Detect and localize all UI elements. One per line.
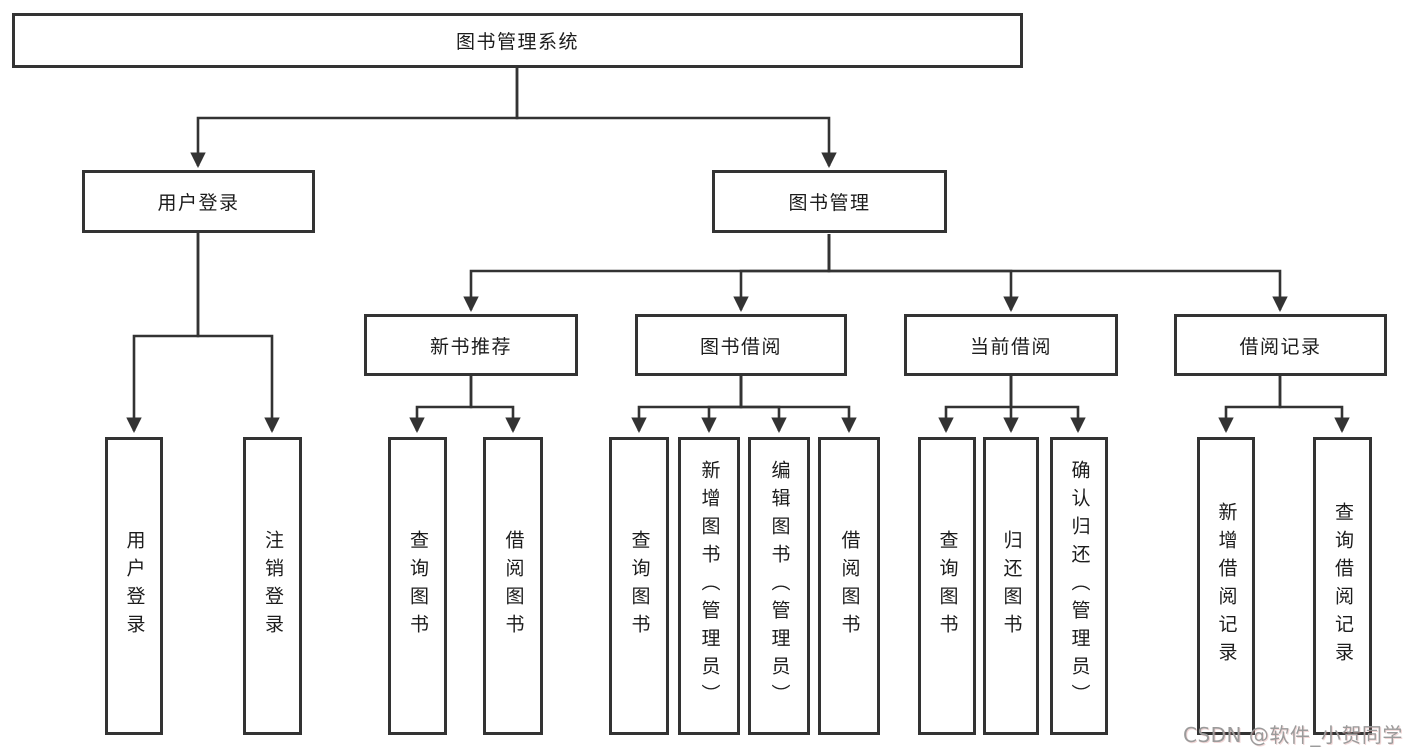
node-leaf-query-book-current-label: 查询图书 (936, 530, 959, 642)
node-leaf-edit-book-admin: 编辑图书（管理员） (748, 437, 810, 735)
node-leaf-user-login-label: 用户登录 (123, 530, 146, 642)
csdn-watermark: CSDN @软件_小贺同学 (1183, 723, 1403, 747)
edge-borrow-leaf2 (701, 376, 743, 433)
edge-current-leaf3 (1009, 376, 1086, 433)
node-user-login: 用户登录 (82, 170, 315, 233)
node-borrow-records-label: 借阅记录 (1239, 335, 1322, 358)
node-current-borrow: 当前借阅 (904, 314, 1118, 376)
node-leaf-add-book-admin: 新增图书（管理员） (678, 437, 740, 735)
node-leaf-return-book: 归还图书 (983, 437, 1039, 735)
node-leaf-confirm-return-admin: 确认归还（管理员） (1050, 437, 1108, 735)
edge-borrow-leaf4 (739, 376, 857, 433)
edge-borrow-leaf1 (631, 376, 743, 433)
edge-records-leaf1 (1218, 376, 1282, 433)
node-leaf-query-book-recommend: 查询图书 (388, 437, 447, 735)
edge-root-book-mgmt (515, 68, 837, 168)
node-leaf-add-borrow-record: 新增借阅记录 (1197, 437, 1255, 735)
edge-login-leaf1 (126, 233, 200, 433)
node-leaf-query-book-current: 查询图书 (918, 437, 976, 735)
node-root-system: 图书管理系统 (12, 13, 1023, 68)
edge-borrow-leaf3 (739, 376, 787, 433)
edge-bookmgmt-borrow (733, 234, 831, 312)
node-book-borrow-label: 图书借阅 (699, 335, 782, 358)
node-leaf-logout: 注销登录 (243, 437, 302, 735)
edge-bookmgmt-records (827, 234, 1288, 312)
node-leaf-query-borrow-record: 查询借阅记录 (1313, 437, 1372, 735)
edge-newbook-leaf2 (469, 376, 521, 433)
node-leaf-borrow-book-label: 借阅图书 (838, 530, 861, 642)
node-user-login-label: 用户登录 (157, 192, 240, 214)
edge-root-user-login (190, 68, 519, 168)
node-current-borrow-label: 当前借阅 (969, 335, 1052, 358)
node-leaf-query-book-recommend-label: 查询图书 (407, 530, 429, 642)
edge-records-leaf2 (1278, 376, 1350, 433)
node-new-book-recommend-label: 新书推荐 (429, 335, 512, 358)
edge-newbook-leaf1 (409, 376, 473, 433)
node-leaf-borrow-book: 借阅图书 (818, 437, 880, 735)
edge-login-leaf2 (196, 233, 280, 433)
node-book-management-label: 图书管理 (788, 192, 871, 214)
edge-current-leaf1 (938, 376, 1013, 433)
node-new-book-recommend: 新书推荐 (364, 314, 578, 376)
node-leaf-return-book-label: 归还图书 (1000, 530, 1023, 642)
node-leaf-user-login: 用户登录 (105, 437, 163, 735)
node-leaf-confirm-return-admin-label: 确认归还（管理员） (1068, 460, 1091, 712)
node-book-management: 图书管理 (712, 170, 947, 233)
node-leaf-query-book-borrow-label: 查询图书 (628, 530, 651, 642)
node-leaf-logout-label: 注销登录 (262, 530, 284, 642)
node-book-borrow: 图书借阅 (635, 314, 847, 376)
node-leaf-query-borrow-record-label: 查询借阅记录 (1332, 502, 1354, 670)
node-leaf-edit-book-admin-label: 编辑图书（管理员） (768, 460, 791, 712)
node-leaf-add-book-admin-label: 新增图书（管理员） (698, 460, 721, 712)
node-leaf-query-book-borrow: 查询图书 (609, 437, 669, 735)
node-borrow-records: 借阅记录 (1174, 314, 1387, 376)
node-leaf-add-borrow-record-label: 新增借阅记录 (1215, 502, 1238, 670)
node-root-label: 图书管理系统 (455, 31, 579, 53)
node-leaf-borrow-book-recommend-label: 借阅图书 (502, 530, 525, 642)
node-leaf-borrow-book-recommend: 借阅图书 (483, 437, 543, 735)
